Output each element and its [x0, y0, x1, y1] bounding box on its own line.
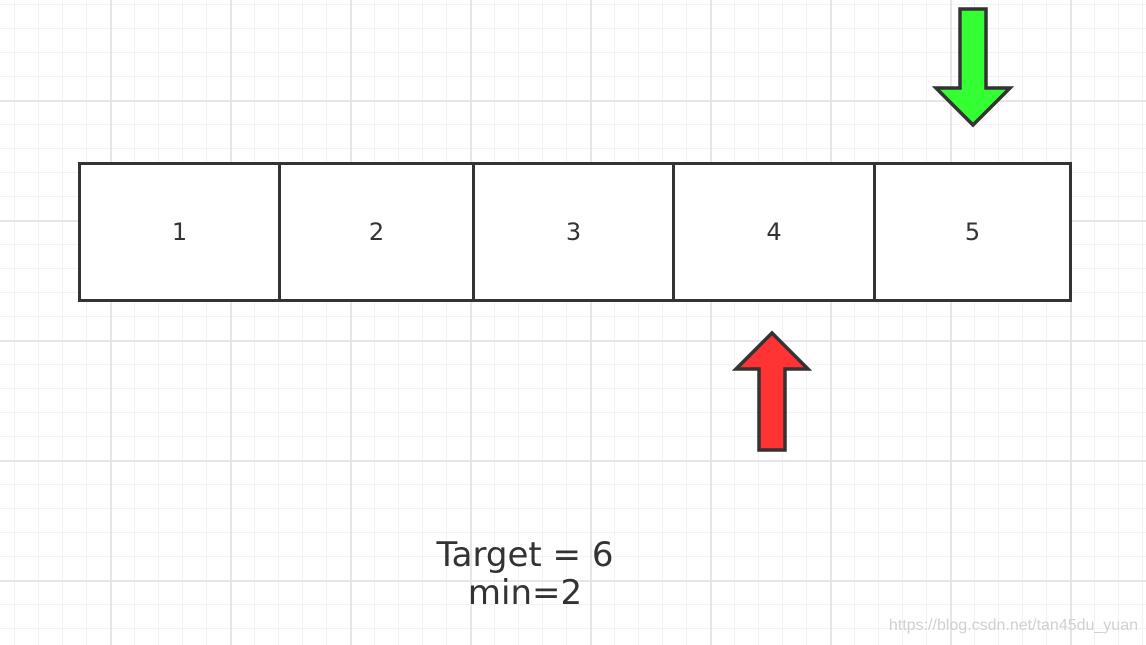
array-cell-1: 1	[81, 165, 281, 299]
red-arrow-shape	[732, 330, 812, 452]
array-cell-2: 2	[281, 165, 475, 299]
green-down-arrow-icon	[932, 7, 1014, 128]
array-boxes: 1 2 3 4 5	[78, 162, 1072, 302]
red-up-arrow-icon	[732, 330, 812, 452]
array-cell-3: 3	[475, 165, 675, 299]
caption-min: min=2	[467, 573, 583, 613]
green-arrow-shape	[932, 7, 1014, 128]
array-cell-5: 5	[964, 218, 981, 246]
array-cell-4: 4	[675, 165, 876, 299]
watermark: https://blog.csdn.net/tan45du_yuan	[888, 617, 1138, 634]
caption: Target = 6 min=2	[400, 536, 650, 612]
caption-target: Target = 6	[436, 535, 614, 575]
